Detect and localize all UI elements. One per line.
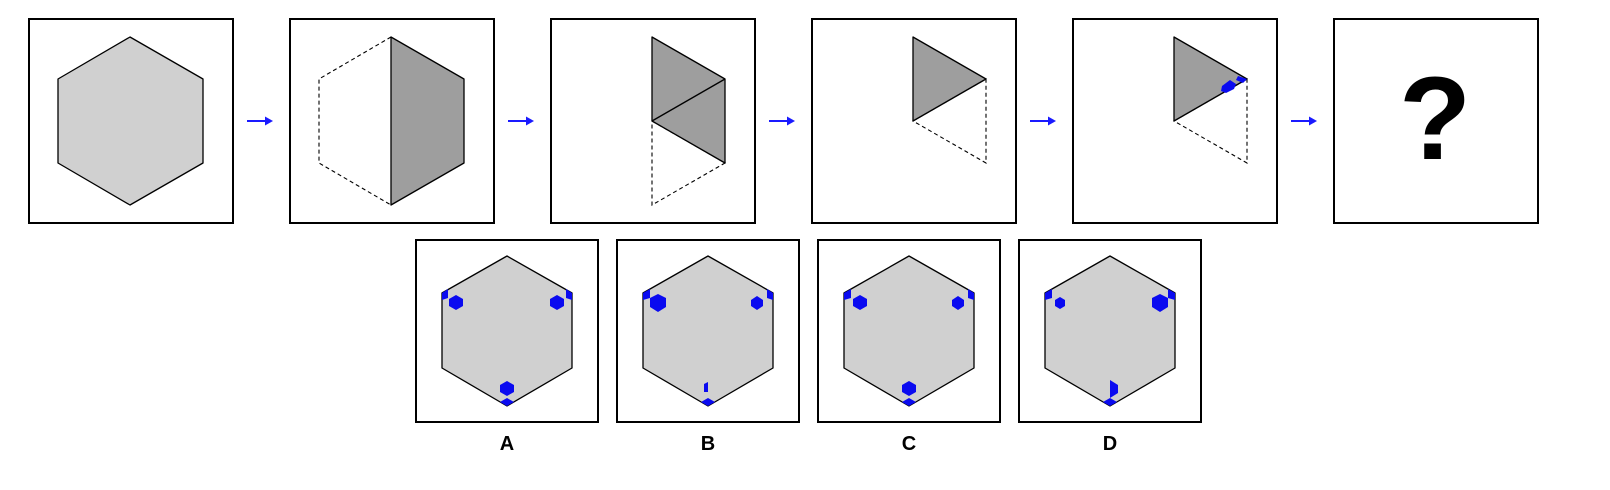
- option-label: A: [500, 433, 514, 455]
- hole: [1055, 297, 1065, 309]
- arrow-3-icon: [769, 116, 795, 126]
- arrow-1-icon: [247, 116, 273, 126]
- hole: [643, 289, 650, 300]
- hole: [902, 381, 916, 396]
- hole: [952, 296, 964, 310]
- sequence-panel-4: [811, 18, 1017, 224]
- hole: [442, 289, 448, 300]
- hole: [902, 398, 916, 406]
- hole: [767, 289, 773, 300]
- hole: [968, 289, 974, 300]
- option-c[interactable]: C: [817, 239, 1001, 455]
- hole: [701, 398, 715, 406]
- hole: [1110, 380, 1118, 398]
- option-a[interactable]: A: [415, 239, 599, 455]
- hole: [704, 382, 708, 392]
- option-label: C: [902, 433, 916, 455]
- hole: [1045, 289, 1052, 300]
- hole: [550, 295, 564, 310]
- arrow-5-icon: [1291, 116, 1317, 126]
- folded-half: [390, 36, 465, 206]
- sequence-panel-1: [28, 18, 234, 224]
- fold-crease: [651, 78, 726, 122]
- hole: [1168, 289, 1175, 300]
- hole: [1152, 294, 1168, 312]
- hole: [853, 295, 867, 310]
- question-mark: ?: [1399, 53, 1471, 185]
- sequence-panel-2: [289, 18, 495, 224]
- hole: [500, 398, 514, 406]
- punched-hole: [1236, 76, 1247, 83]
- hole: [650, 294, 666, 312]
- option-label: B: [701, 433, 715, 455]
- hole: [751, 296, 763, 310]
- hole: [844, 289, 851, 300]
- option-d[interactable]: D: [1018, 239, 1202, 455]
- arrow-4-icon: [1030, 116, 1056, 126]
- panel-frame: [1333, 18, 1539, 224]
- sequence-panel-3: [550, 18, 756, 224]
- folded-triangle: [912, 36, 987, 122]
- hole: [449, 295, 463, 310]
- sequence-panel-6: ?: [1333, 18, 1539, 224]
- hole: [1103, 398, 1117, 406]
- option-b[interactable]: B: [616, 239, 800, 455]
- sequence-panel-5: [1072, 18, 1278, 224]
- folded-triangle: [1173, 36, 1248, 122]
- arrow-2-icon: [508, 116, 534, 126]
- hole: [500, 381, 514, 396]
- full-hexagon: [57, 36, 204, 206]
- option-label: D: [1103, 433, 1117, 455]
- punched-hole: [1221, 80, 1236, 93]
- hole: [566, 289, 572, 300]
